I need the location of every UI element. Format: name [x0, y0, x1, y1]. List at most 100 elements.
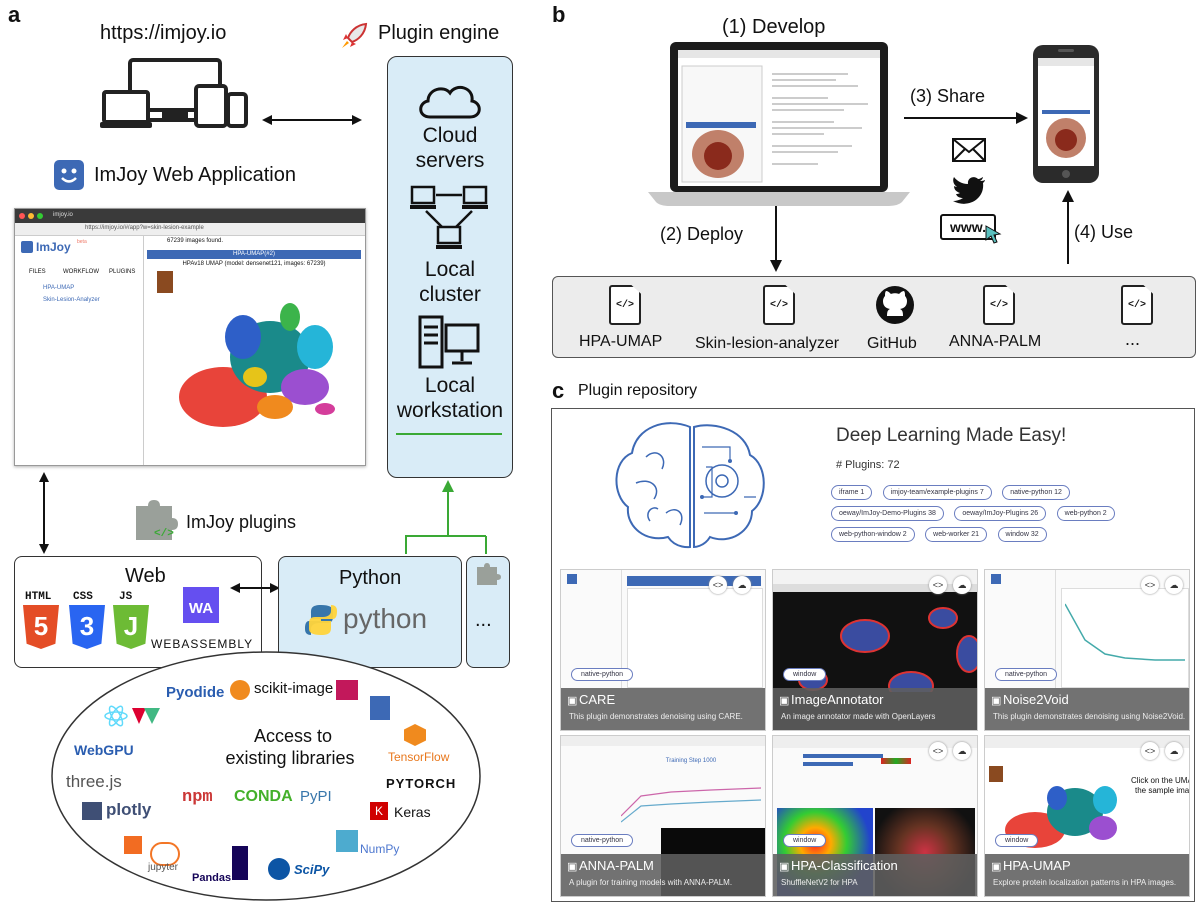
menu-plugins[interactable]: PLUGINS	[109, 269, 136, 275]
repo-skin-lesion[interactable]: Skin-lesion-analyzer	[695, 335, 840, 352]
card-desc: This plugin demonstrates denoising using…	[569, 712, 743, 721]
puzzle-small-icon	[477, 563, 501, 585]
chip-web-python[interactable]: web-python 2	[1056, 506, 1115, 521]
share-arrow	[904, 112, 1028, 124]
html-logo-label: HTML	[25, 591, 52, 603]
menu-workflow[interactable]: WORKFLOW	[63, 269, 99, 275]
code-icon[interactable]: <>	[709, 576, 727, 594]
repo-anna-palm[interactable]: ANNA-PALM	[949, 333, 1042, 350]
chip-imjoy-plugins[interactable]: oeway/ImJoy-Plugins 26	[954, 506, 1047, 521]
lib-jupyter: jupyter	[148, 862, 179, 873]
lib-pyodide: Pyodide	[166, 684, 225, 701]
app-title: ImJoy Web Application	[94, 164, 296, 186]
code-icon[interactable]: <>	[929, 742, 947, 760]
card-desc: A plugin for training models with ANNA-P…	[569, 878, 733, 887]
browser-address[interactable]: https://imjoy.io/#/app?w=skin-lesion-exa…	[85, 225, 204, 231]
repo-headline: Deep Learning Made Easy!	[836, 425, 1067, 446]
rocket-icon	[342, 22, 368, 48]
browser-tab[interactable]: imjoy.io	[53, 212, 73, 218]
css3-icon: 3	[69, 605, 105, 649]
chip-native-python[interactable]: native-python 12	[1002, 485, 1070, 500]
app-web-arrow	[39, 472, 49, 554]
imjoy-url: https://imjoy.io	[100, 22, 227, 44]
cluster-icon	[410, 185, 488, 249]
training-curves	[621, 787, 761, 823]
lib-threejs: three.js	[66, 772, 122, 791]
access-label-1: Access to	[253, 726, 333, 746]
engine-title: Plugin engine	[378, 22, 500, 44]
card-tag[interactable]: native-python	[995, 668, 1058, 681]
jupyter-icon	[150, 842, 180, 866]
card-tag[interactable]: window	[783, 834, 827, 847]
install-cloud-icon[interactable]: ☁	[1165, 742, 1183, 760]
lib-keras: Keras	[394, 804, 431, 820]
twitter-icon	[953, 177, 985, 204]
lib-pypi: PyPI	[300, 788, 332, 805]
card-title: Noise2Void	[1003, 692, 1069, 707]
plugin-card-care[interactable]: native-python <> ☁ ▣ CARE This plugin de…	[560, 569, 766, 731]
plugin-card-imageannotator[interactable]: window <> ☁ ▣ ImageAnnotator An image an…	[772, 569, 978, 731]
code-icon[interactable]: <>	[1141, 742, 1159, 760]
menu-files[interactable]: FILES	[29, 269, 46, 275]
imjoy-app-screenshot: imjoy.io https://imjoy.io/#/app?w=skin-l…	[14, 208, 366, 466]
repo-hpa-umap[interactable]: HPA-UMAP	[579, 333, 663, 350]
webassembly-icon: WA	[183, 587, 219, 623]
plugin-engine-box: Cloud servers Local cluster Local workst…	[387, 56, 513, 478]
devices-icon	[100, 58, 248, 128]
lib-npm: npm	[182, 788, 213, 807]
install-cloud-icon[interactable]: ☁	[953, 576, 971, 594]
card-tag[interactable]: native-python	[571, 834, 634, 847]
thumbnail	[157, 271, 173, 293]
plot-title: HPAv18 UMAP (model: densenet121, images:…	[182, 261, 326, 267]
use-label: (4) Use	[1074, 222, 1134, 242]
chip-web-python-window[interactable]: web-python-window 2	[831, 527, 915, 542]
deploy-label: (2) Deploy	[660, 224, 744, 244]
window-title: HPA-UMAP(#2)	[147, 250, 361, 259]
jsdelivr-icon	[370, 696, 390, 720]
card-title: ANNA-PALM	[579, 858, 654, 873]
plugin-card-hpa-classification[interactable]: window <> ☁ ▣ HPA-Classification Shuffle…	[772, 735, 978, 897]
card-tag[interactable]: window	[783, 668, 827, 681]
plugin-card-noise2void[interactable]: native-python <> ☁ ▣ Noise2Void This plu…	[984, 569, 1190, 731]
plugin-skin-lesion[interactable]: Skin-Lesion-Analyzer	[43, 297, 100, 303]
install-cloud-icon[interactable]: ☁	[1165, 576, 1183, 594]
chip-example-plugins[interactable]: imjoy-team/example-plugins 7	[882, 485, 992, 500]
puzzle-icon: ▣	[779, 695, 790, 707]
develop-label: (1) Develop	[722, 16, 826, 38]
chip-demo-plugins[interactable]: oeway/ImJoy-Demo-Plugins 38	[831, 506, 944, 521]
deploy-arrow	[770, 206, 782, 272]
skimage-icon	[230, 680, 250, 700]
install-cloud-icon[interactable]: ☁	[733, 576, 751, 594]
plugin-hpa-umap[interactable]: HPA-UMAP	[43, 285, 75, 291]
plugin-card-anna-palm[interactable]: Training Step 1000 native-python ▣ ANNA-…	[560, 735, 766, 897]
code-icon[interactable]: <>	[1141, 576, 1159, 594]
python-box: Python python	[278, 556, 462, 668]
html5-icon: 5	[23, 605, 59, 649]
puzzle-icon: ▣	[567, 861, 578, 873]
webassembly-label: WEBASSEMBLY	[151, 637, 254, 651]
images-found: 67239 images found.	[167, 238, 224, 244]
chip-web-worker[interactable]: web-worker 21	[925, 527, 988, 542]
card-band: ▣ CARE This plugin demonstrates denoisin…	[561, 688, 765, 730]
puzzle-icon: ▣	[567, 695, 578, 707]
pandas-icon	[232, 846, 248, 880]
card-tag[interactable]: native-python	[571, 668, 634, 681]
click-hint-2: the sample ima	[1135, 786, 1190, 795]
repo-github[interactable]: GitHub	[867, 335, 917, 352]
panel-c-label: c	[552, 378, 565, 403]
use-arrow	[1062, 190, 1074, 264]
workstation-icon	[418, 315, 480, 369]
plugin-card-hpa-umap[interactable]: Click on the UMAP the sample ima window …	[984, 735, 1190, 897]
web-label: Web	[125, 565, 166, 587]
card-desc: An image annotator made with OpenLayers	[781, 712, 936, 721]
code-icon[interactable]: <>	[929, 576, 947, 594]
chip-iframe[interactable]: iframe 1	[831, 485, 873, 500]
install-cloud-icon[interactable]: ☁	[953, 742, 971, 760]
lib-webgpu: WebGPU	[74, 742, 134, 758]
puzzle-icon: </>	[136, 500, 178, 540]
file-code-icon: </>	[983, 285, 1015, 325]
card-tag[interactable]: window	[995, 834, 1039, 847]
lib-conda: CONDA	[234, 788, 293, 805]
share-label: (3) Share	[910, 86, 986, 106]
chip-window[interactable]: window 32	[997, 527, 1047, 542]
